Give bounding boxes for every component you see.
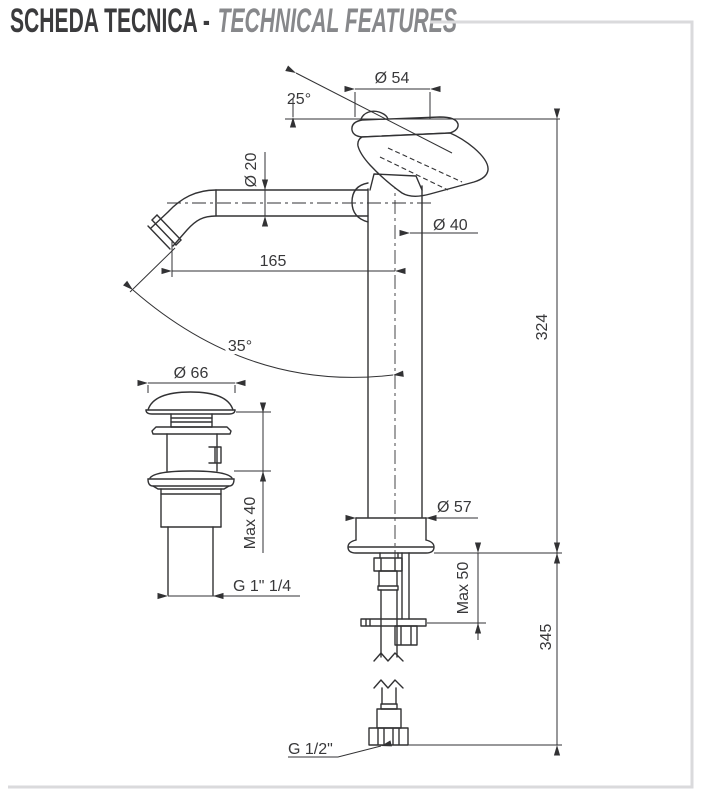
- frame-border: [8, 20, 694, 789]
- faucet-body: [347, 110, 489, 554]
- spout-end-face: [147, 225, 171, 250]
- hose-hex-fitting: [373, 557, 403, 572]
- mounting-washer: [360, 618, 427, 627]
- dim-label-handle-angle: 25°: [287, 91, 311, 108]
- dim-label-base-diameter: Ø 57: [437, 499, 472, 516]
- drain-assembly: [145, 391, 236, 596]
- dim-label-supply-thread: G 1/2": [288, 741, 333, 758]
- page-title-text: SCHEDA TECNICA - TECHNICAL FEATURES: [10, 2, 457, 41]
- dim-label-drain-thread: G 1" 1/4: [233, 578, 291, 595]
- mounting-nut: [394, 625, 418, 646]
- drain-cap-dome: [147, 391, 234, 411]
- title-secondary: TECHNICAL FEATURES: [217, 2, 457, 40]
- dimension-lines: [123, 65, 562, 758]
- centerlines: [167, 125, 432, 558]
- dim-label-handle-diameter: Ø 54: [375, 70, 410, 87]
- break-symbol: [373, 679, 404, 689]
- drain-clip: [208, 446, 222, 464]
- supply-hex-fitting: [368, 727, 409, 746]
- under-counter-assembly: [360, 552, 427, 746]
- dim-label-below-deck: 345: [538, 624, 555, 651]
- dim-label-drain-cap-diameter: Ø 66: [174, 365, 209, 382]
- title-primary: SCHEDA TECNICA -: [10, 2, 210, 40]
- dim-label-spout-reach: 165: [260, 253, 287, 270]
- dim-label-height-above-deck: 324: [534, 314, 551, 341]
- dim-label-swivel-angle: 35°: [228, 338, 252, 355]
- page-title: SCHEDA TECNICA - TECHNICAL FEATURES: [10, 2, 712, 41]
- spout: [147, 189, 369, 250]
- dim-label-body-diameter: Ø 40: [433, 217, 468, 234]
- break-symbol: [373, 652, 404, 662]
- handle-skirt: [357, 132, 489, 197]
- dim-label-deck-max: Max 50: [455, 562, 472, 615]
- dim-label-drain-max: Max 40: [242, 497, 259, 550]
- handle-cap: [351, 116, 459, 138]
- dim-label-spout-diameter: Ø 20: [243, 153, 260, 188]
